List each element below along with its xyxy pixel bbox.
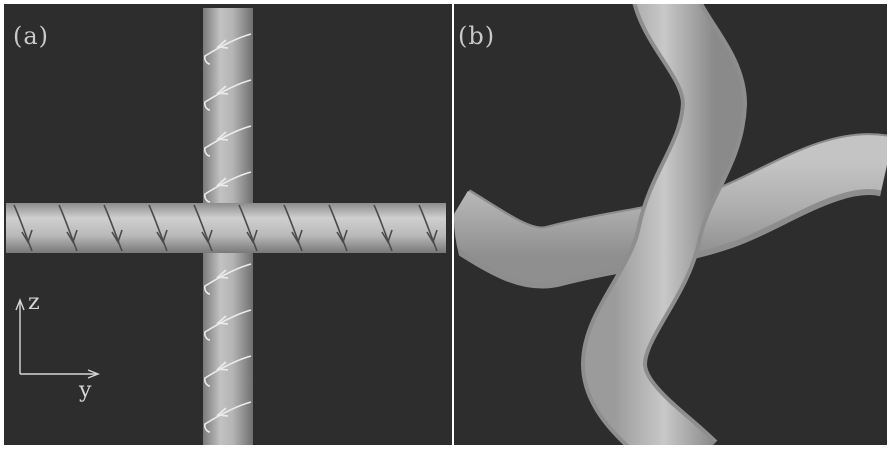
panel-b-render [454,4,887,445]
y-axis-label: y [79,378,91,403]
horizontal-tube [6,203,446,253]
panel-b: (b) [454,4,887,445]
panel-a-render [4,4,452,445]
panel-a: (a) z y [4,4,452,445]
panel-b-label: (b) [458,22,495,50]
panel-a-label: (a) [13,22,49,50]
z-axis-label: z [28,290,40,315]
